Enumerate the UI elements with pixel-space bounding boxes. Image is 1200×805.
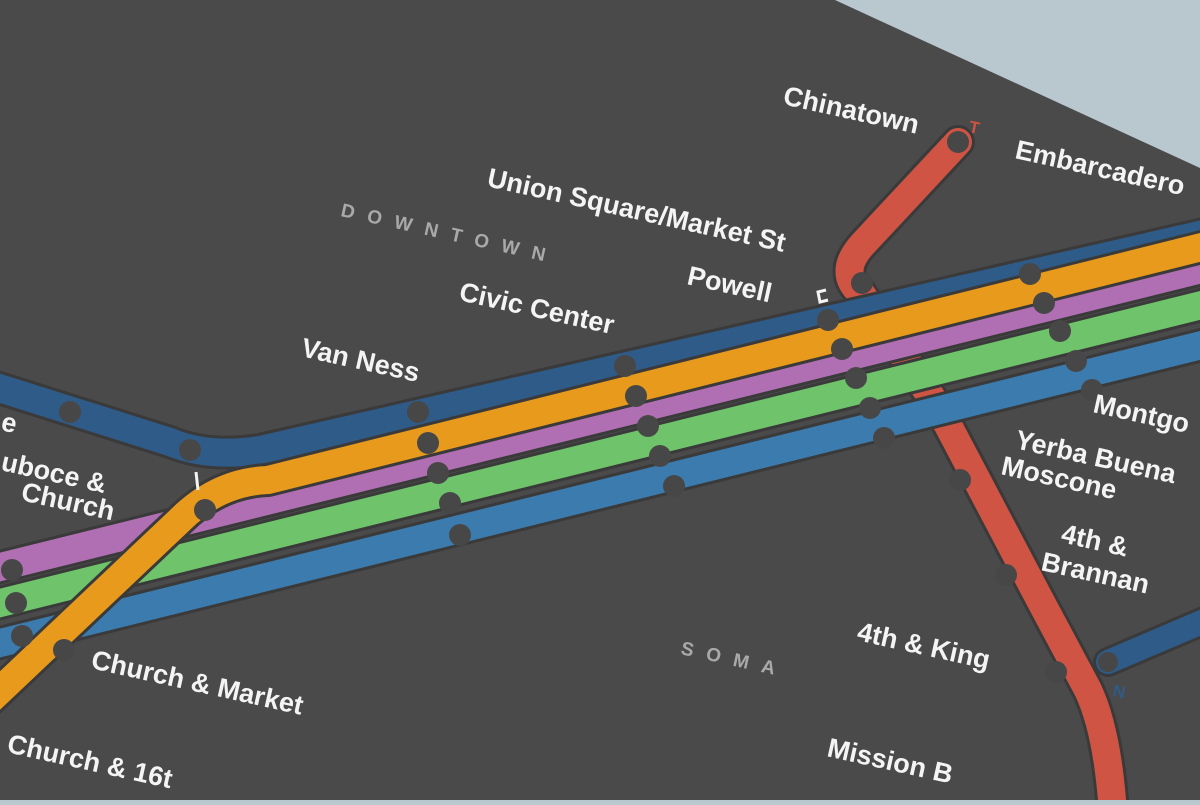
station-dot <box>439 492 461 514</box>
station-dot <box>817 309 839 331</box>
station-dot <box>59 401 81 423</box>
n-terminus-dot <box>1098 652 1118 672</box>
station-dot <box>179 439 201 461</box>
station-dot <box>53 639 75 661</box>
station-dot <box>845 367 867 389</box>
station-dot <box>11 625 33 647</box>
station-dot <box>1033 292 1055 314</box>
station-dot <box>859 397 881 419</box>
station-dot <box>949 469 971 491</box>
label-edge-e: e <box>0 407 20 440</box>
station-dot <box>449 524 471 546</box>
station-dot <box>637 415 659 437</box>
station-dot <box>407 401 429 423</box>
station-dot <box>873 427 895 449</box>
station-dot <box>649 445 671 467</box>
station-dot <box>1049 320 1071 342</box>
transfer-brackets <box>194 288 829 491</box>
station-dot <box>194 499 216 521</box>
n-terminus-label: N <box>1111 681 1127 702</box>
station-dot <box>1065 350 1087 372</box>
m-line <box>0 287 1200 621</box>
station-dot <box>851 272 873 294</box>
station-dot <box>1045 661 1067 683</box>
station-dot <box>1 559 23 581</box>
n-line <box>0 217 1200 470</box>
station-dot <box>5 592 27 614</box>
n-branch <box>1093 606 1200 677</box>
station-dots <box>1 131 1103 683</box>
t-line <box>832 125 1129 805</box>
station-dot <box>1019 263 1041 285</box>
k-line <box>0 327 1200 661</box>
t-terminus-label: T <box>967 117 982 138</box>
station-dot <box>1081 379 1103 401</box>
station-dot <box>614 355 636 377</box>
station-dot <box>947 131 969 153</box>
station-dot <box>625 385 647 407</box>
station-dot <box>995 564 1017 586</box>
j-line <box>0 229 1200 714</box>
station-dot <box>417 432 439 454</box>
station-dot <box>663 475 685 497</box>
station-dot <box>427 462 449 484</box>
station-dot <box>831 338 853 360</box>
